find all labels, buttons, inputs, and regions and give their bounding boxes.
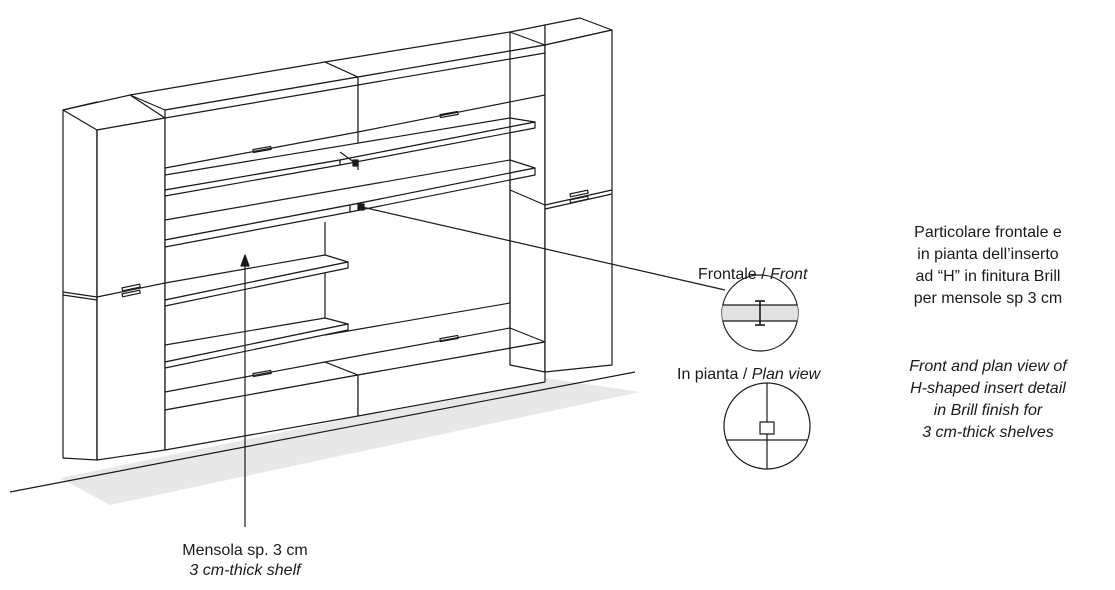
handle-right-upper [569, 189, 589, 198]
h-insert-upper [352, 159, 359, 167]
description-line: in Brill finish for [933, 402, 1043, 419]
floor-shadow [60, 378, 640, 505]
handle-left-upper [121, 283, 141, 292]
description-english: Front and plan view of H-shaped insert d… [868, 356, 1108, 444]
back-bottom-edge [324, 302, 511, 336]
top-cabinets [129, 31, 546, 169]
description-italian: Particolare frontale e in pianta dell’in… [868, 222, 1108, 310]
handle-right-lower [569, 195, 589, 204]
lower-shelves [164, 254, 349, 369]
plan-detail-circle [723, 382, 811, 470]
plan-view-text: Plan view [751, 366, 821, 383]
description-line: Front and plan view of [909, 358, 1067, 375]
upper-shelves [164, 117, 536, 248]
shelf-label-italian: Mensola sp. 3 cm [182, 542, 308, 559]
description-line: Particolare frontale e [914, 224, 1062, 241]
h-insert-front-icon [755, 300, 765, 326]
handle-left-lower [121, 289, 141, 298]
handle-bottom-left [252, 369, 272, 378]
handle-top-left [252, 145, 272, 154]
shelf-label: Mensola sp. 3 cm 3 cm-thick shelf [145, 541, 345, 581]
handle-bottom-right [439, 334, 459, 343]
plan-detail-label: In pianta / Plan view [677, 365, 820, 385]
bottom-cabinets [164, 327, 546, 451]
description-line: ad “H” in finitura Brill [915, 268, 1061, 285]
front-detail-label: Frontale / Front [698, 265, 807, 285]
in-pianta-text: In pianta / [677, 366, 748, 383]
detail-leader-line [361, 206, 726, 291]
description-line: in pianta dell’inserto [917, 246, 1059, 263]
description-line: per mensole sp 3 cm [913, 290, 1063, 307]
frontale-text: Frontale / [698, 266, 766, 283]
shelf-leader-arrowhead [240, 254, 250, 267]
front-text: Front [770, 266, 808, 283]
shelf-label-english: 3 cm-thick shelf [189, 562, 301, 579]
description-line: H-shaped insert detail [910, 380, 1066, 397]
front-detail-circle [721, 274, 799, 352]
h-insert-plan-icon [759, 421, 775, 435]
description-line: 3 cm-thick shelves [922, 424, 1054, 441]
handle-top-right [439, 110, 459, 119]
left-column [62, 94, 166, 461]
floor-line [9, 371, 636, 493]
right-column [509, 17, 613, 373]
